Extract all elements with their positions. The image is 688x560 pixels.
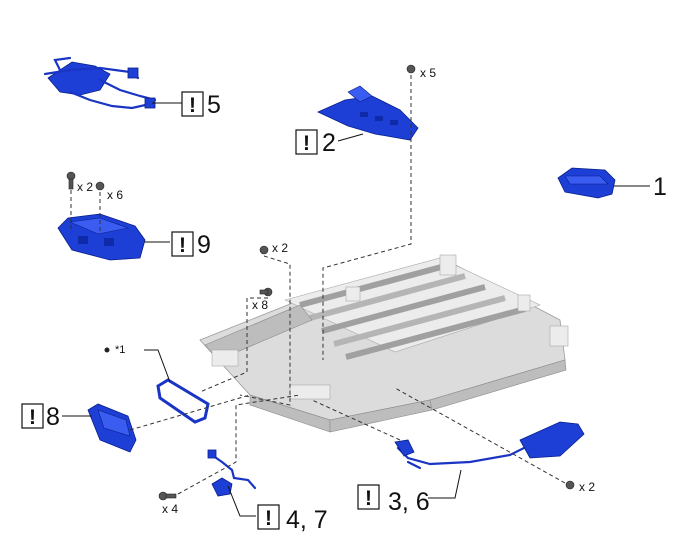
svg-text:!: ! xyxy=(189,94,196,117)
svg-text:!: ! xyxy=(303,132,310,155)
qty-label: x 4 xyxy=(162,502,178,516)
svg-text:*1: *1 xyxy=(115,344,125,356)
svg-text:4, 7: 4, 7 xyxy=(286,506,328,534)
qty-label: x 5 xyxy=(420,66,436,80)
bolts xyxy=(66,64,575,501)
callout-8: ! 8 xyxy=(21,403,60,431)
qty-label: x 2 xyxy=(77,180,93,194)
callout-1: 1 xyxy=(653,173,667,201)
callout-5: ! 5 xyxy=(181,91,221,119)
note-label: *1 xyxy=(115,344,125,356)
assembly-dashed-lines xyxy=(70,75,566,495)
svg-text:3, 6: 3, 6 xyxy=(388,488,430,516)
part-1-module xyxy=(557,167,616,199)
qty-label: x 2 xyxy=(579,480,595,494)
bolt-icon xyxy=(66,171,76,190)
callout-9: ! 9 xyxy=(171,231,211,259)
qty-label: x 8 xyxy=(252,298,268,312)
svg-text:9: 9 xyxy=(197,231,211,259)
bolt-icon xyxy=(259,245,269,255)
qty-label: x 2 xyxy=(272,241,288,255)
svg-text:!: ! xyxy=(265,507,272,530)
part-3-6-cable xyxy=(394,421,585,470)
cell-rows xyxy=(299,263,526,360)
part-8-connector-block xyxy=(87,403,137,453)
callout-4-7: ! 4, 7 xyxy=(257,504,328,534)
part-5-wire-harness xyxy=(43,56,157,110)
bolt-icon xyxy=(565,480,575,490)
part-4-7-sensor xyxy=(207,449,257,497)
qty-label: x 6 xyxy=(107,188,123,202)
svg-text:!: ! xyxy=(179,234,186,257)
bolt-icon xyxy=(95,181,105,191)
gasket-seal xyxy=(156,378,210,424)
bolt-icon xyxy=(259,287,273,297)
callout-2: ! 2 xyxy=(295,129,336,157)
dot-icon xyxy=(104,347,110,353)
leader-lines xyxy=(62,102,650,517)
svg-text:!: ! xyxy=(29,406,36,429)
svg-text:8: 8 xyxy=(46,403,60,431)
quantity-labels: x 5 x 2 x 6 x 2 x 8 x 4 x 2 xyxy=(77,66,595,516)
svg-text:1: 1 xyxy=(653,173,667,201)
part-9-ecu xyxy=(57,213,146,261)
battery-housing xyxy=(199,254,569,433)
svg-text:2: 2 xyxy=(322,129,336,157)
part-2-bracket xyxy=(317,85,419,141)
bolt-icon xyxy=(158,491,177,501)
bolt-icon xyxy=(406,64,416,74)
callout-3-6: ! 3, 6 xyxy=(357,484,430,516)
svg-text:!: ! xyxy=(365,487,372,510)
svg-text:5: 5 xyxy=(207,91,221,119)
